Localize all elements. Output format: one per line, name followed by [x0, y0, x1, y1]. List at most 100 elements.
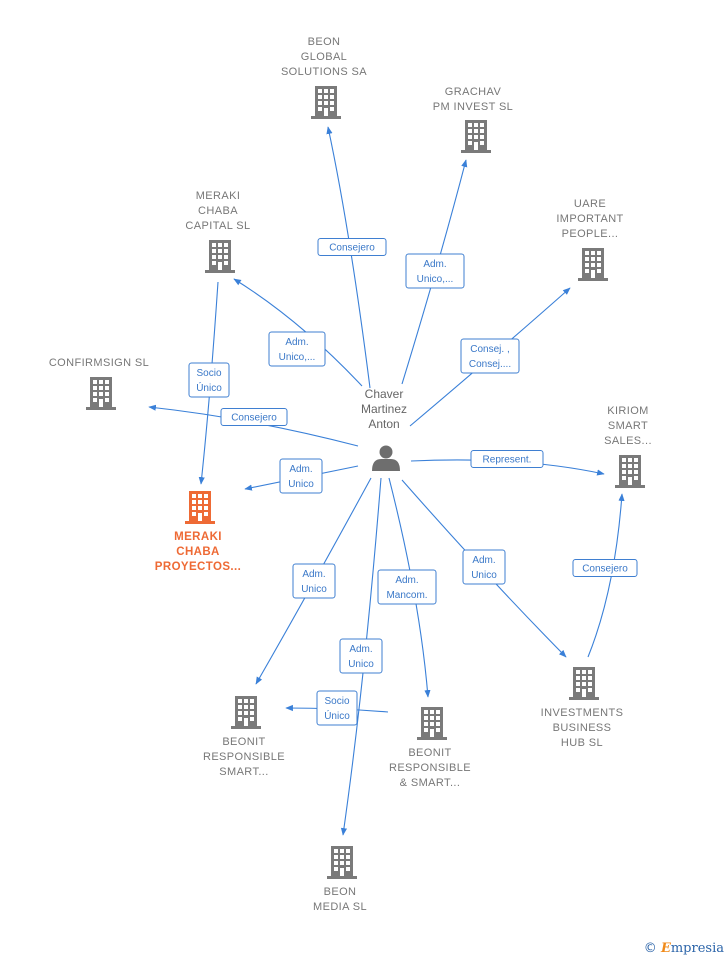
company-name[interactable]: KIRIOM: [607, 405, 649, 417]
relation-label-text: Consej....: [469, 359, 511, 370]
relation-label-text: Consej. ,: [470, 344, 509, 355]
company-name[interactable]: BEONIT: [408, 747, 451, 759]
company-name[interactable]: PROYECTOS...: [155, 561, 241, 573]
building-icon[interactable]: [311, 86, 341, 119]
relation-box-frame: [268, 331, 326, 367]
company-name[interactable]: BEON: [324, 886, 357, 898]
company-name[interactable]: GRACHAV: [445, 86, 502, 98]
company-name[interactable]: CHABA: [176, 546, 220, 558]
company-node-beon-global[interactable]: BEON GLOBAL SOLUTIONS SA: [281, 36, 367, 119]
brand-initial: E: [660, 941, 671, 956]
company-name[interactable]: PM INVEST SL: [433, 101, 513, 113]
company-name[interactable]: RESPONSIBLE: [203, 751, 285, 763]
relation-label-text: Unico: [288, 479, 314, 490]
company-name[interactable]: CAPITAL SL: [185, 220, 250, 232]
company-node-uare[interactable]: UARE IMPORTANT PEOPLE...: [556, 198, 623, 281]
relation-label-text: Consejero: [231, 413, 277, 424]
building-icon[interactable]: [327, 846, 357, 879]
copyright-symbol: ©: [643, 941, 657, 956]
relation-label-text: Único: [324, 709, 350, 722]
relation-label-box[interactable]: Consejero: [572, 559, 638, 577]
company-name[interactable]: & SMART...: [400, 777, 461, 789]
relation-label-text: Unico,...: [417, 274, 454, 285]
relation-box-frame: [292, 563, 336, 599]
company-node-meraki-capital[interactable]: MERAKI CHABA CAPITAL SL: [185, 190, 250, 273]
empresia-logo: © Empresia: [644, 941, 724, 956]
relation-label-box[interactable]: Adm. Unico,...: [405, 253, 465, 289]
company-node-investments-hub[interactable]: INVESTMENTS BUSINESS HUB SL: [541, 667, 624, 749]
person-name[interactable]: Chaver: [365, 387, 404, 401]
building-icon[interactable]: [231, 696, 261, 729]
company-name[interactable]: MERAKI: [174, 531, 222, 543]
relation-label-text: Adm.: [423, 259, 446, 270]
company-name[interactable]: PEOPLE...: [562, 228, 619, 240]
building-icon[interactable]: [615, 455, 645, 488]
building-icon[interactable]: [569, 667, 599, 700]
company-name[interactable]: SOLUTIONS SA: [281, 66, 367, 78]
company-name[interactable]: BEONIT: [222, 736, 265, 748]
company-name[interactable]: CHABA: [198, 205, 238, 217]
relation-box-frame: [377, 569, 437, 605]
relation-label-box[interactable]: Represent.: [470, 450, 544, 468]
relation-box-frame: [316, 690, 358, 726]
company-name[interactable]: BUSINESS: [553, 722, 612, 734]
relation-edge-beon-global: [326, 126, 371, 389]
company-name[interactable]: RESPONSIBLE: [389, 762, 471, 774]
relation-label-box[interactable]: Adm.Mancom.: [377, 569, 437, 605]
company-name[interactable]: CONFIRMSIGN SL: [49, 357, 149, 369]
relation-label-text: Único: [196, 381, 222, 394]
relation-label-text: Adm.: [285, 337, 308, 348]
building-icon[interactable]: [185, 491, 215, 524]
company-name[interactable]: SALES...: [604, 435, 652, 447]
relation-label-text: Represent.: [483, 455, 532, 466]
building-icon[interactable]: [461, 120, 491, 153]
company-node-grachav[interactable]: GRACHAV PM INVEST SL: [433, 86, 513, 153]
company-node-beon-media[interactable]: BEON MEDIA SL: [313, 846, 367, 913]
relation-label-box[interactable]: Consejero: [220, 408, 288, 426]
relation-label-text: Consejero: [329, 243, 375, 254]
relation-box-frame: [188, 362, 230, 398]
company-node-confirmsign[interactable]: CONFIRMSIGN SL: [49, 357, 149, 410]
person-icon[interactable]: [372, 445, 400, 472]
relation-box-frame: [462, 549, 506, 585]
relation-label-box[interactable]: Consej. , Consej....: [460, 338, 520, 374]
relation-label-box[interactable]: Adm.Unico: [292, 563, 336, 599]
person-name[interactable]: Anton: [368, 417, 399, 431]
company-name[interactable]: HUB SL: [561, 737, 603, 749]
relation-label-box[interactable]: Adm. Unico,...: [268, 331, 326, 367]
company-name[interactable]: MERAKI: [196, 190, 241, 202]
building-icon[interactable]: [417, 707, 447, 740]
building-icon[interactable]: [86, 377, 116, 410]
relation-label-box[interactable]: Adm.Unico: [462, 549, 506, 585]
company-name[interactable]: SMART: [608, 420, 648, 432]
relation-label-box[interactable]: Adm.Unico: [339, 638, 383, 674]
company-node-kiriom[interactable]: KIRIOM SMART SALES...: [604, 405, 652, 488]
building-icon[interactable]: [205, 240, 235, 273]
building-icon[interactable]: [578, 248, 608, 281]
relation-box-frame: [279, 458, 323, 494]
company-name[interactable]: GLOBAL: [301, 51, 347, 63]
company-node-beonit-smart-1[interactable]: BEONIT RESPONSIBLE SMART...: [203, 696, 285, 778]
company-node-meraki-proyectos[interactable]: MERAKI CHABA PROYECTOS...: [155, 491, 241, 573]
relation-label-box[interactable]: Consejero: [317, 238, 387, 256]
company-node-beonit-smart-2[interactable]: BEONIT RESPONSIBLE & SMART...: [389, 707, 471, 789]
relation-label-box[interactable]: Adm.Unico: [279, 458, 323, 494]
relation-edge-meraki-capital: [233, 278, 363, 387]
relation-label-text: Unico: [471, 570, 497, 581]
company-name[interactable]: UARE: [574, 198, 606, 210]
relation-label-text: Consejero: [582, 564, 628, 575]
relation-label-text: Unico,...: [279, 352, 316, 363]
company-name[interactable]: BEON: [308, 36, 341, 48]
company-name[interactable]: SMART...: [219, 766, 268, 778]
relation-label-text: Adm.: [395, 575, 418, 586]
person-name[interactable]: Martinez: [361, 402, 407, 416]
company-name[interactable]: IMPORTANT: [556, 213, 623, 225]
relation-label-text: Adm.: [349, 644, 372, 655]
company-name[interactable]: MEDIA SL: [313, 901, 367, 913]
relation-label-text: Socio: [196, 368, 221, 379]
company-name[interactable]: INVESTMENTS: [541, 707, 624, 719]
